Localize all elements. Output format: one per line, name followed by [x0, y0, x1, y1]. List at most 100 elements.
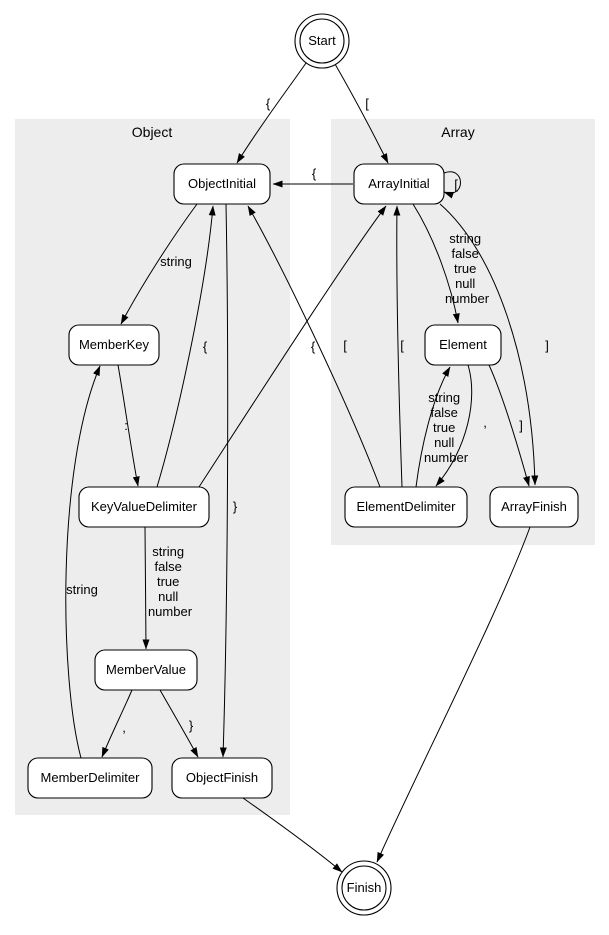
edge-arrayinitial-to-element — [412, 203, 460, 324]
edge-memberkey-to-keyvaluedelimiter — [117, 364, 140, 487]
node-element: Element — [424, 324, 502, 366]
node-objectfinish-label: ObjectFinish — [186, 770, 258, 785]
edge-label-start-arrayinitial: [ — [365, 96, 369, 111]
edge-label-line: number — [424, 450, 469, 465]
edge-label-line: false — [154, 559, 181, 574]
node-elementdelimiter: ElementDelimiter — [344, 486, 468, 528]
node-box — [173, 163, 271, 205]
edge-label-line: string — [449, 231, 481, 246]
edge-label-line: number — [148, 604, 193, 619]
nodes: Start ObjectInitial ArrayInitial MemberK… — [27, 13, 579, 916]
edge-label-line: null — [455, 276, 475, 291]
edge-label-line: true — [157, 574, 179, 589]
edge-arrayinitial-self-loop — [443, 171, 461, 199]
edge-objectinitial-to-objectfinish — [219, 203, 229, 758]
edge-label-objectinitial-objectfinish: } — [233, 499, 238, 514]
edge-elementdelimiter-to-element — [415, 366, 451, 488]
edge-label-line: number — [445, 291, 490, 306]
node-start-label: Start — [308, 33, 336, 48]
node-objectinitial: ObjectInitial — [173, 163, 271, 205]
edge-label-element-elementdelimiter: , — [483, 415, 487, 430]
node-membervalue-label: MemberValue — [106, 662, 186, 677]
edge-label-line: true — [433, 420, 455, 435]
edge-label-objectinitial-memberkey: string — [160, 254, 192, 269]
node-objectinitial-label: ObjectInitial — [188, 176, 256, 191]
edge-label-memberkey-keyvaluedelimiter: : — [124, 418, 128, 433]
edge-label-membervalue-objectfinish: } — [189, 718, 194, 733]
node-box — [424, 324, 502, 366]
cluster-array-label: Array — [441, 124, 474, 140]
edge-label-line: null — [434, 435, 454, 450]
node-keyvaluedelimiter: KeyValueDelimiter — [78, 486, 210, 528]
edge-objectfinish-to-finish — [242, 797, 343, 873]
node-arrayfinish-label: ArrayFinish — [501, 499, 567, 514]
edge-arrayfinish-to-finish — [376, 526, 531, 863]
edge-label-arrayinitial-element: string false true null number — [445, 231, 490, 306]
edge-label-keyvaluedelimiter-objectinitial: { — [203, 339, 208, 354]
edge-label-line: string — [428, 390, 460, 405]
edge-label-line: string — [152, 544, 184, 559]
node-box — [78, 486, 210, 528]
edge-label-membervalue-memberdelimiter: , — [122, 720, 126, 735]
node-box — [489, 486, 579, 528]
node-finish-label: Finish — [347, 880, 382, 895]
node-membervalue: MemberValue — [94, 649, 198, 691]
node-finish: Finish — [336, 860, 392, 916]
edge-keyvaluedelimiter-to-arrayinitial — [198, 205, 387, 488]
node-start-inner-circle — [299, 18, 345, 64]
edge-element-to-arrayfinish — [488, 364, 530, 487]
edge-label-element-arrayfinish: ] — [519, 418, 523, 433]
edge-label-arrayinitial-self: [ — [454, 177, 458, 192]
edge-keyvaluedelimiter-to-objectinitial — [156, 205, 216, 488]
node-box — [27, 757, 153, 799]
edge-start-to-arrayinitial — [334, 63, 389, 164]
node-box — [171, 757, 273, 799]
edge-element-to-elementdelimiter — [435, 364, 473, 487]
node-arrayfinish: ArrayFinish — [489, 486, 579, 528]
edge-objectinitial-to-memberkey — [120, 203, 198, 325]
edge-label-keyvaluedelimiter-arrayinitial: [ — [343, 338, 347, 353]
edge-memberdelimiter-to-memberkey — [65, 365, 101, 759]
edge-label-elementdelimiter-element: string false true null number — [424, 390, 469, 465]
node-memberkey-label: MemberKey — [79, 337, 150, 352]
edge-membervalue-to-memberdelimiter — [101, 689, 133, 758]
edge-label-memberdelimiter-memberkey: string — [66, 582, 98, 597]
edge-membervalue-to-objectfinish — [159, 689, 199, 758]
node-box — [344, 486, 468, 528]
edge-label-line: false — [430, 405, 457, 420]
edge-keyvaluedelimiter-to-membervalue — [142, 526, 150, 650]
edge-elementdelimiter-to-objectinitial — [247, 205, 381, 488]
cluster-object-label: Object — [132, 124, 173, 140]
edge-label-line: true — [454, 261, 476, 276]
edge-label-elementdelimiter-arrayinitial: [ — [400, 338, 404, 353]
node-memberdelimiter-label: MemberDelimiter — [41, 770, 141, 785]
node-objectfinish: ObjectFinish — [171, 757, 273, 799]
node-element-label: Element — [439, 337, 487, 352]
node-memberkey: MemberKey — [68, 324, 160, 366]
node-arrayinitial-label: ArrayInitial — [368, 176, 430, 191]
node-elementdelimiter-label: ElementDelimiter — [357, 499, 457, 514]
edge-label-start-objectinitial: { — [266, 96, 271, 111]
cluster-object: Object — [15, 119, 290, 815]
edge-label-line: false — [451, 246, 478, 261]
edge-labels: { [ string } : string false true null nu… — [66, 96, 549, 735]
node-box — [68, 324, 160, 366]
node-memberdelimiter: MemberDelimiter — [27, 757, 153, 799]
node-keyvaluedelimiter-label: KeyValueDelimiter — [91, 499, 198, 514]
node-arrayinitial: ArrayInitial — [353, 163, 445, 205]
cluster-object-background — [15, 119, 290, 815]
edges — [65, 62, 539, 873]
edge-elementdelimiter-to-arrayinitial — [393, 205, 403, 488]
edge-label-line: null — [158, 589, 178, 604]
node-box — [94, 649, 198, 691]
node-start: Start — [294, 13, 350, 69]
edge-label-arrayinitial-objectinitial: { — [312, 166, 317, 181]
node-finish-inner-circle — [341, 865, 387, 911]
edge-label-keyvaluedelimiter-membervalue: string false true null number — [148, 544, 193, 619]
edge-start-to-objectinitial — [236, 62, 307, 164]
node-box — [353, 163, 445, 205]
edge-label-arrayinitial-arrayfinish: ] — [545, 338, 549, 353]
edge-arrayinitial-to-arrayfinish — [439, 203, 539, 486]
